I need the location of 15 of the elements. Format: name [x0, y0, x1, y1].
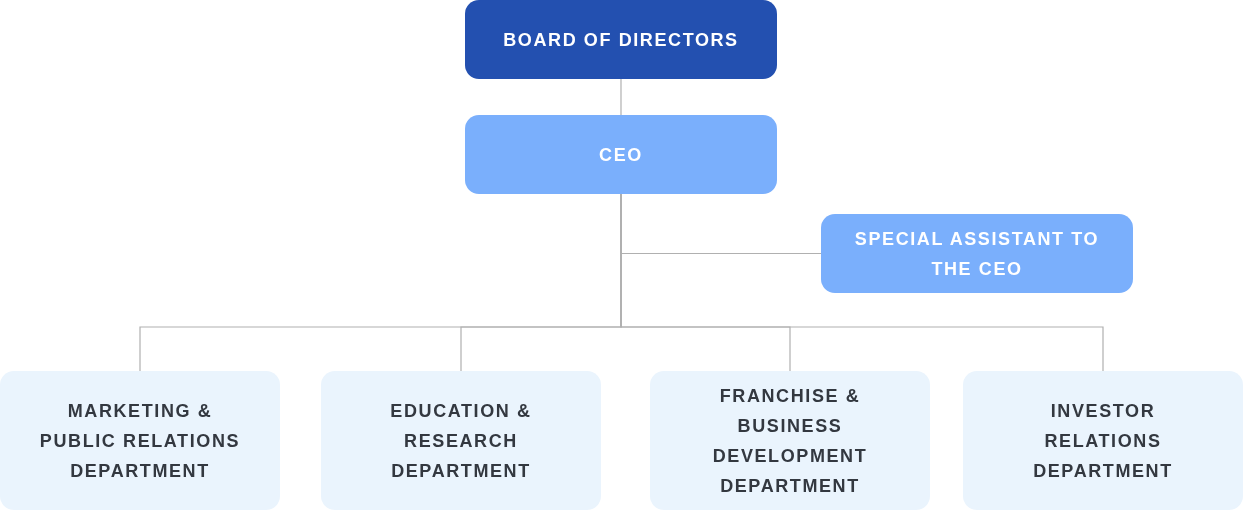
box-label: SPECIAL ASSISTANT TO THE CEO	[853, 227, 1101, 281]
org-box	[465, 0, 777, 79]
connector-line	[620, 78, 622, 116]
org-box	[321, 371, 601, 510]
org-box	[465, 115, 777, 194]
box-label: BOARD OF DIRECTORS	[503, 28, 739, 52]
org-box	[0, 371, 280, 510]
org-box	[821, 214, 1133, 293]
org-box	[650, 371, 930, 510]
box-label: INVESTOR RELATIONS DEPARTMENT	[1033, 399, 1173, 483]
box-label: CEO	[599, 143, 643, 167]
box-label: FRANCHISE & BUSINESS DEVELOPMENT DEPARTMENT	[711, 384, 869, 498]
org-box	[963, 371, 1243, 510]
box-label: MARKETING & PUBLIC RELATIONS DEPARTMENT	[38, 399, 242, 483]
box-label: EDUCATION & RESEARCH DEPARTMENT	[389, 399, 533, 483]
